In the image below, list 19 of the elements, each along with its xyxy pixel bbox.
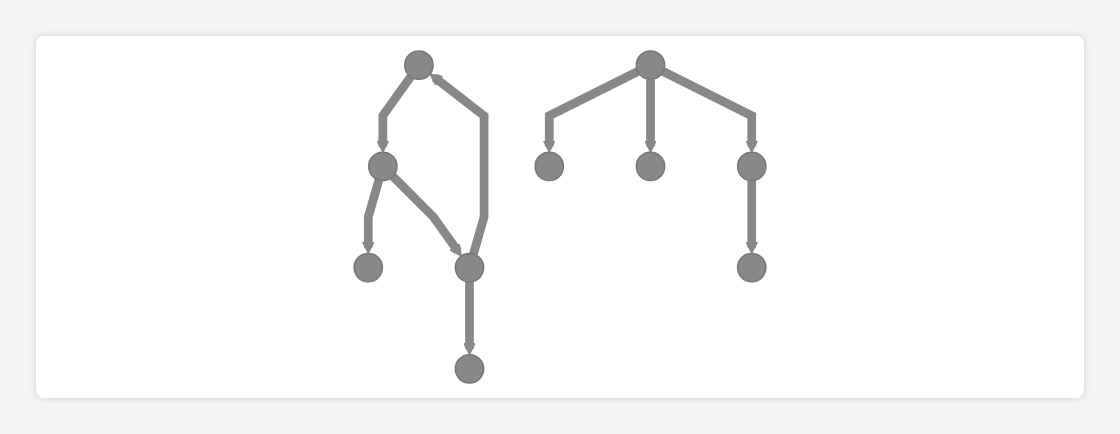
arrow xyxy=(542,67,640,153)
node-ellipse xyxy=(454,353,485,384)
node-ellipse xyxy=(635,151,666,182)
arrow xyxy=(389,173,462,257)
node-ellipse xyxy=(736,252,767,283)
arrow xyxy=(361,178,384,254)
arrow xyxy=(745,180,759,254)
arrow xyxy=(661,67,759,153)
arrow xyxy=(644,79,657,153)
node-ellipse xyxy=(454,252,485,283)
arrow xyxy=(376,74,415,153)
arrow xyxy=(429,73,489,256)
node-ellipse xyxy=(403,50,434,81)
node-ellipse xyxy=(367,151,398,182)
node-ellipse xyxy=(736,151,767,182)
node-ellipse xyxy=(353,252,384,283)
node-ellipse xyxy=(534,151,565,182)
arrow xyxy=(463,281,476,356)
node-ellipse xyxy=(635,50,666,81)
